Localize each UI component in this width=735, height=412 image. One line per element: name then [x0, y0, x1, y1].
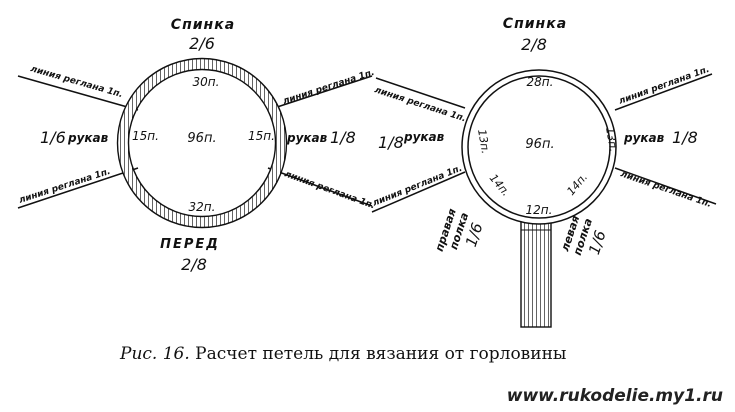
raglan-label-upper-left-2: линия реглана 1п. — [373, 85, 467, 124]
watermark: www.rukodelie.my1.ru — [506, 386, 723, 406]
center-loops-2: 96п. — [525, 137, 554, 152]
raglan-line-upper-left — [17, 75, 139, 111]
left-sleeve-fraction-2: 1/8 — [378, 133, 404, 152]
left-sleeve-fraction-1: 1/6 — [40, 128, 66, 147]
raglan-label-upper-right: линия реглана 1п. — [282, 68, 376, 107]
back-fraction-2: 2/8 — [521, 35, 547, 54]
neckline-ring-2 — [461, 69, 617, 225]
raglan-line-upper-right-2 — [614, 73, 713, 111]
back-loops-2: 28п. — [527, 75, 554, 89]
figure-caption: Рис. 16. Расчет петель для вязания от го… — [120, 344, 566, 364]
diagram-1: линия реглана 1п. линия реглана 1п. лини… — [17, 17, 376, 274]
right-sleeve-loops-1: 15п. — [248, 129, 275, 143]
raglan-line-upper-right — [267, 75, 373, 111]
placket-loops-2: 12п. — [526, 203, 553, 217]
raglan-line-lower-right — [267, 167, 373, 207]
raglan-label-lower-right: линия реглана 1п. — [283, 169, 376, 211]
right-sleeve-fraction-1: 1/8 — [330, 128, 356, 147]
right-sleeve-fraction-2: 1/8 — [672, 128, 698, 147]
raglan-line-upper-left-2 — [375, 77, 466, 109]
front-loops-1: 32п. — [189, 200, 216, 214]
left-shelf-label: левая полка 1/6 — [558, 214, 609, 257]
right-sleeve-word-2: рукав — [623, 131, 665, 145]
left-sleeve-loops-1: 15п. — [132, 129, 159, 143]
raglan-label-lower-left: линия реглана 1п. — [18, 167, 112, 206]
front-fraction-1: 2/8 — [181, 255, 207, 274]
figure-caption-text: Расчет петель для вязания от горловины — [195, 344, 567, 364]
center-loops-1: 96п. — [187, 131, 216, 146]
neckline-ring-1 — [117, 58, 287, 228]
left-sleeve-loops-2: 13п. — [475, 128, 492, 155]
raglan-label-lower-left-2: линия реглана 1п. — [371, 164, 463, 209]
back-fraction-1: 2/6 — [189, 34, 215, 53]
raglan-label-upper-right-2: линия реглана 1п. — [618, 65, 711, 107]
right-sleeve-word-1: рукав — [286, 131, 328, 145]
raglan-line-lower-left-2 — [371, 171, 466, 213]
front-title-1: ПЕРЕД — [160, 237, 220, 252]
figure-number: Рис. 16. — [120, 344, 190, 364]
right-shelf-label: правая полка 1/6 — [433, 207, 487, 253]
left-sleeve-word-1: рукав — [67, 131, 109, 145]
left-sleeve-word-2: рукав — [403, 130, 445, 144]
back-title-2: Спинка — [503, 16, 567, 32]
diagram-2: линия реглана 1п. линия реглана 1п. лини… — [371, 16, 717, 328]
raglan-label-lower-right-2: линия реглана 1п. — [619, 169, 713, 210]
right-sleeve-loops-2: 13п. — [603, 126, 620, 153]
back-loops-1: 30п. — [193, 75, 220, 89]
button-placket — [520, 219, 552, 328]
raglan-label-upper-left: линия реглана 1п. — [29, 64, 124, 100]
raglan-line-lower-right-2 — [614, 167, 717, 205]
raglan-line-lower-left — [17, 167, 139, 209]
back-title-1: Спинка — [171, 17, 235, 33]
